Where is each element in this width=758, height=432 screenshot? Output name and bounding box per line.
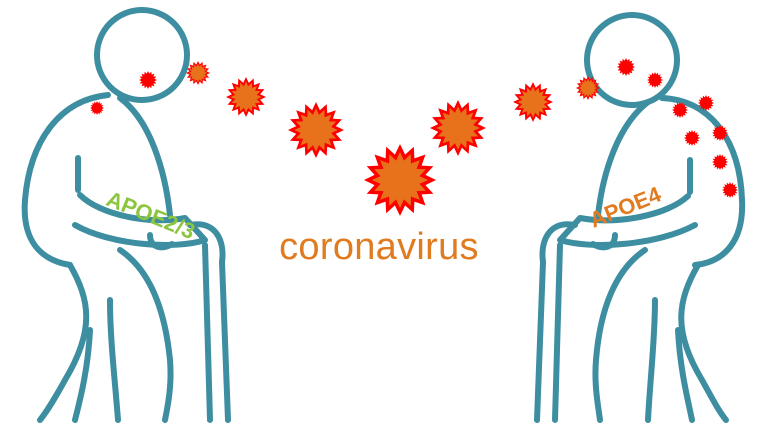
virus-icon — [684, 130, 700, 146]
virus-core — [517, 86, 548, 117]
virus-icon — [698, 95, 714, 111]
right-gene-label: APOE4 — [586, 181, 665, 232]
virus-spikes — [684, 130, 700, 146]
left-person-inner-leg — [110, 300, 118, 420]
virus-core — [436, 106, 480, 150]
left-person-cane-inner — [205, 245, 210, 420]
left-person-front-leg — [120, 250, 171, 420]
virus-icon — [139, 71, 157, 89]
virus-spikes — [722, 182, 738, 198]
virus-icon — [513, 82, 553, 122]
virus-spikes — [672, 102, 688, 118]
virus-core — [579, 79, 598, 98]
virus-icon — [226, 77, 266, 117]
virus-icon — [288, 102, 344, 158]
caption: coronavirus — [0, 226, 758, 269]
right-person-cane-inner — [555, 245, 560, 420]
right-person-icon — [537, 15, 742, 420]
virus-icon — [722, 182, 738, 198]
right-person-head — [587, 15, 677, 105]
left-person-head — [97, 10, 187, 100]
virus-icon — [430, 100, 486, 156]
right-person-front-leg — [595, 250, 645, 420]
virus-icon — [186, 61, 210, 85]
virus-spikes — [647, 72, 663, 88]
virus-core — [230, 81, 261, 112]
virus-icon — [576, 76, 600, 100]
virus-core — [189, 64, 208, 83]
virus-core — [372, 152, 428, 208]
virus-spikes — [712, 154, 728, 170]
virus-spikes — [90, 101, 104, 115]
right-person-inner-leg — [648, 300, 655, 420]
virus-spikes — [139, 71, 157, 89]
virus-icon — [90, 101, 104, 115]
virus-icon — [364, 144, 436, 216]
virus-spikes — [698, 95, 714, 111]
virus-icon — [617, 58, 635, 76]
virus-spikes — [617, 58, 635, 76]
virus-core — [294, 108, 338, 152]
virus-icon — [672, 102, 688, 118]
virus-spikes — [712, 125, 728, 141]
virus-icon — [712, 125, 728, 141]
virus-icon — [712, 154, 728, 170]
virus-icon — [647, 72, 663, 88]
